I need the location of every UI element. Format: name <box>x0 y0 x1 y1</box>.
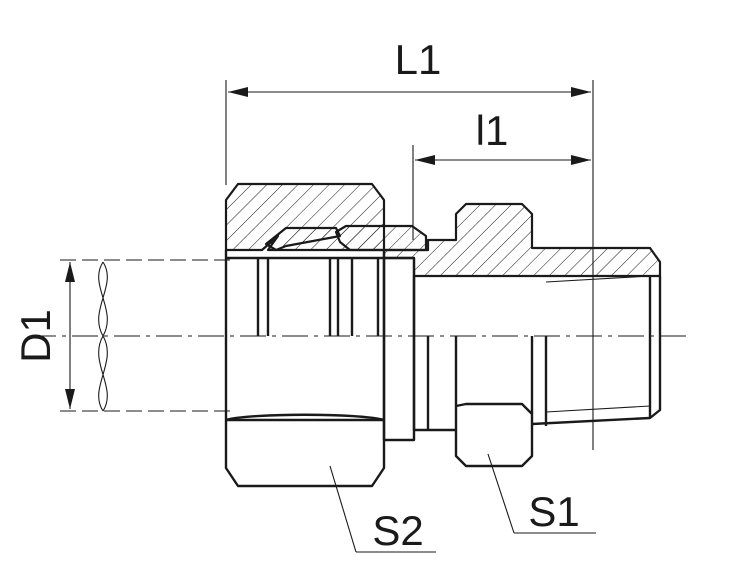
fitting-body <box>382 202 662 468</box>
S1-label: S1 <box>528 488 579 535</box>
L1-label: L1 <box>395 36 442 83</box>
l1-label: l1 <box>476 107 509 154</box>
dimension-l1: l1 <box>412 107 591 240</box>
cutting-ring <box>264 224 428 252</box>
leader-S2: S2 <box>329 465 436 554</box>
leader-S1: S1 <box>487 453 596 535</box>
S2-label: S2 <box>372 507 423 554</box>
dimension-L1: L1 <box>225 36 594 450</box>
